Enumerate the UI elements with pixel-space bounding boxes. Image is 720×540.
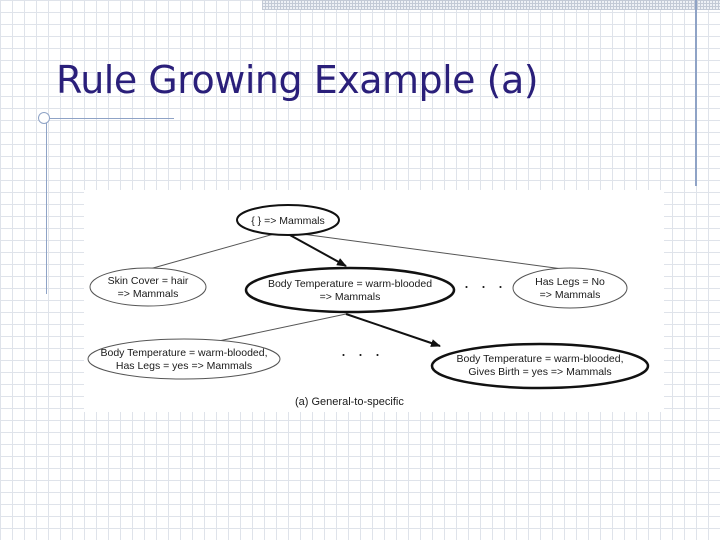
node-has-legs-line2: => Mammals — [540, 289, 601, 301]
node-body-temp-ellipse — [244, 266, 456, 314]
node-body-temp-line2: => Mammals — [320, 291, 381, 303]
left-vertical-rule — [46, 118, 47, 294]
node-root-label: { } => Mammals — [251, 215, 325, 227]
edge-body-temp-to-legs — [213, 313, 347, 343]
right-decorative-line — [695, 0, 697, 186]
node-has-legs-line1: Has Legs = No — [535, 276, 605, 288]
ellipsis-bottom: · · · — [341, 344, 384, 364]
rule-growing-figure: { } => Mammals Skin Cover = hair => Mamm… — [84, 190, 664, 412]
node-root-ellipse — [236, 204, 340, 236]
rule-circle-marker — [38, 112, 50, 124]
figure-caption: (a) General-to-specific — [295, 396, 404, 408]
top-decorative-band — [262, 0, 720, 10]
edge-root-to-body-temp — [287, 233, 347, 267]
node-skin-cover-line2: => Mammals — [118, 288, 179, 300]
node-body-temp-legs-line1: Body Temperature = warm-blooded, — [100, 347, 267, 359]
edge-root-to-skin-cover — [145, 233, 275, 271]
node-skin-cover-line1: Skin Cover = hair — [108, 275, 189, 287]
edge-root-to-has-legs — [301, 233, 571, 271]
node-body-temp-birth-ellipse — [430, 342, 650, 390]
node-has-legs-ellipse — [512, 267, 628, 309]
node-body-temp-legs-ellipse — [87, 338, 281, 380]
node-body-temp-birth-line2: Gives Birth = yes => Mammals — [468, 366, 611, 378]
node-body-temp-line1: Body Temperature = warm-blooded — [268, 278, 432, 290]
ellipsis-top: · · · — [464, 276, 507, 296]
title-underline-rule — [40, 118, 174, 119]
rule-growing-diagram: { } => Mammals Skin Cover = hair => Mamm… — [87, 204, 650, 408]
node-body-temp-birth-line1: Body Temperature = warm-blooded, — [456, 353, 623, 365]
node-body-temp-legs-line2: Has Legs = yes => Mammals — [116, 360, 252, 372]
node-skin-cover-ellipse — [89, 267, 207, 307]
edge-body-temp-to-birth — [345, 313, 441, 347]
slide-title: Rule Growing Example (a) — [56, 58, 539, 102]
